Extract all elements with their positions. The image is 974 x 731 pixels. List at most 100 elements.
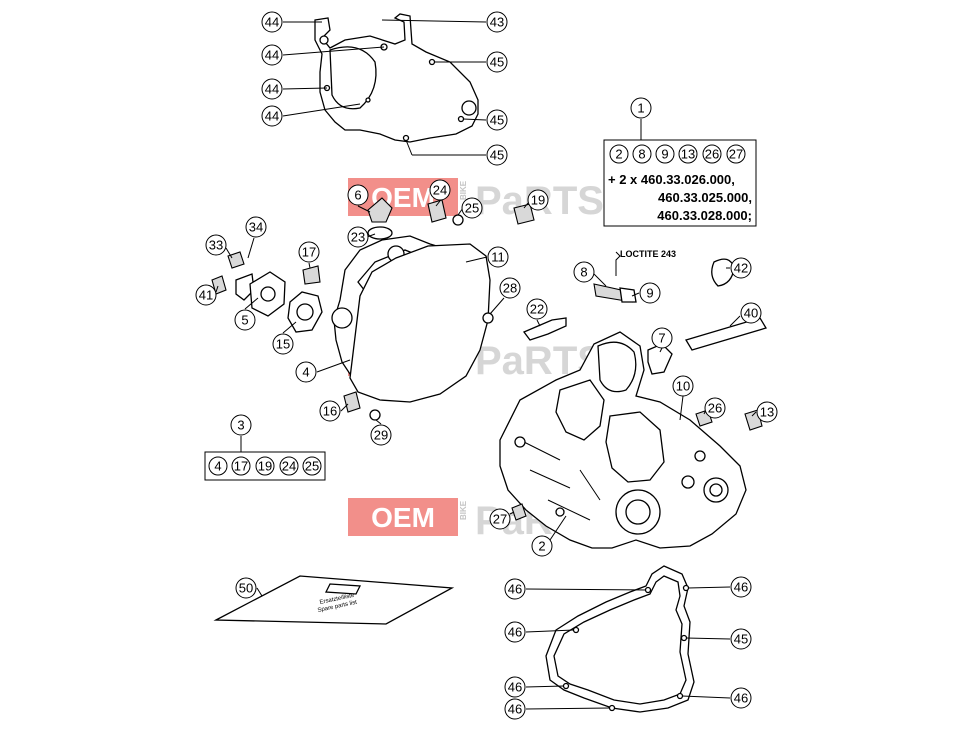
callout-16: 16 [319,400,341,422]
callout-25: 25 [461,197,483,219]
callout-label: 5 [241,313,248,328]
callout-circle [486,109,508,131]
callout-circle [205,234,227,256]
callout-circle [573,261,595,283]
callout-label: 45 [490,148,504,163]
callout-circle [235,577,257,599]
callout-circle [504,621,526,643]
callout-1: 1 [630,97,652,119]
callout-circle [261,105,283,127]
callout-label: 45 [734,632,748,647]
callout-label: 13 [760,405,774,420]
callout-8: 8 [573,261,595,283]
callout-7: 7 [651,327,673,349]
callout-label: 25 [465,201,479,216]
callout-19: 19 [527,189,549,211]
callout-circle [195,284,217,306]
leader-lines-left [215,200,541,425]
callout-label: 2 [538,539,545,554]
kit-note-line2: 460.33.025.000, [658,190,752,205]
callout-label: 17 [302,245,316,260]
callout-9: 9 [639,282,661,304]
callout-label: 28 [503,281,517,296]
callout-label: 10 [676,379,690,394]
callout-circle [730,576,752,598]
leader-lines-bottom [525,586,731,710]
callout-44: 44 [261,44,283,66]
callout-label: 42 [734,261,748,276]
callout-46: 46 [730,687,752,709]
callout-label: 44 [265,82,279,97]
callout-50: 50 [235,577,257,599]
callout-circle [489,508,511,530]
callout-45: 45 [486,51,508,73]
callout-23: 23 [347,226,369,248]
callout-42: 42 [730,257,752,279]
callout-label: 45 [490,55,504,70]
callout-label: 34 [249,220,263,235]
callout-label: 44 [265,15,279,30]
callout-46: 46 [504,676,526,698]
callout-34: 34 [245,216,267,238]
watermark-oem: OEM [371,502,435,533]
callout-label: 1 [637,101,644,116]
callout-circle [230,414,252,436]
callout-label: 40 [744,306,758,321]
callout-circle [486,11,508,33]
kit-item: 8 [638,147,645,162]
callout-label: 27 [493,512,507,527]
callout-17: 17 [298,241,320,263]
leader-lines-top [282,19,487,156]
kit-item: 9 [661,147,668,162]
callout-label: 33 [209,238,223,253]
callout-circle [234,309,256,331]
kit-note-line3: 460.33.028.000; [657,208,752,223]
callout-3: 3 [230,414,252,436]
callout-circle [672,375,694,397]
callout-label: 9 [646,286,653,301]
callout-33: 33 [205,234,227,256]
callout-circle [347,184,369,206]
callout-circle [504,578,526,600]
callout-2: 2 [531,535,553,557]
callout-40: 40 [740,302,762,324]
callout-45: 45 [730,628,752,650]
callout-circle [630,97,652,119]
callout-circle [639,282,661,304]
callout-26: 26 [704,397,726,419]
callout-circle [730,257,752,279]
clutch-cover-gasket [314,13,479,143]
callout-label: 46 [508,625,522,640]
kit-item: 2 [615,147,622,162]
callout-label: 16 [323,404,337,419]
callout-22: 22 [526,298,548,320]
callout-6: 6 [347,184,369,206]
spare-parts-manual: Ersatzteilliste Spare parts list [213,575,455,625]
kit-item: 25 [305,459,319,474]
callout-label: 22 [530,302,544,317]
callout-circle [487,246,509,268]
callout-44: 44 [261,78,283,100]
callout-circle [504,676,526,698]
callout-46: 46 [504,698,526,720]
callout-15: 15 [272,333,294,355]
loctite-label: LOCTITE 243 [620,249,676,259]
callout-label: 46 [734,580,748,595]
callout-circle [429,179,451,201]
crankcase [499,331,747,549]
callout-label: 41 [199,288,213,303]
callout-label: 7 [658,331,665,346]
callout-label: 26 [708,401,722,416]
callout-label: 50 [239,581,253,596]
callout-label: 45 [490,113,504,128]
callout-label: 15 [276,337,290,352]
callout-44: 44 [261,11,283,33]
watermark-bike: BIKE [459,180,468,200]
callout-27: 27 [489,508,511,530]
callout-circle [486,144,508,166]
callout-circle [527,189,549,211]
callout-10: 10 [672,375,694,397]
callout-circle [370,424,392,446]
pump-parts [211,197,567,421]
crankcase-small-parts [511,251,767,521]
